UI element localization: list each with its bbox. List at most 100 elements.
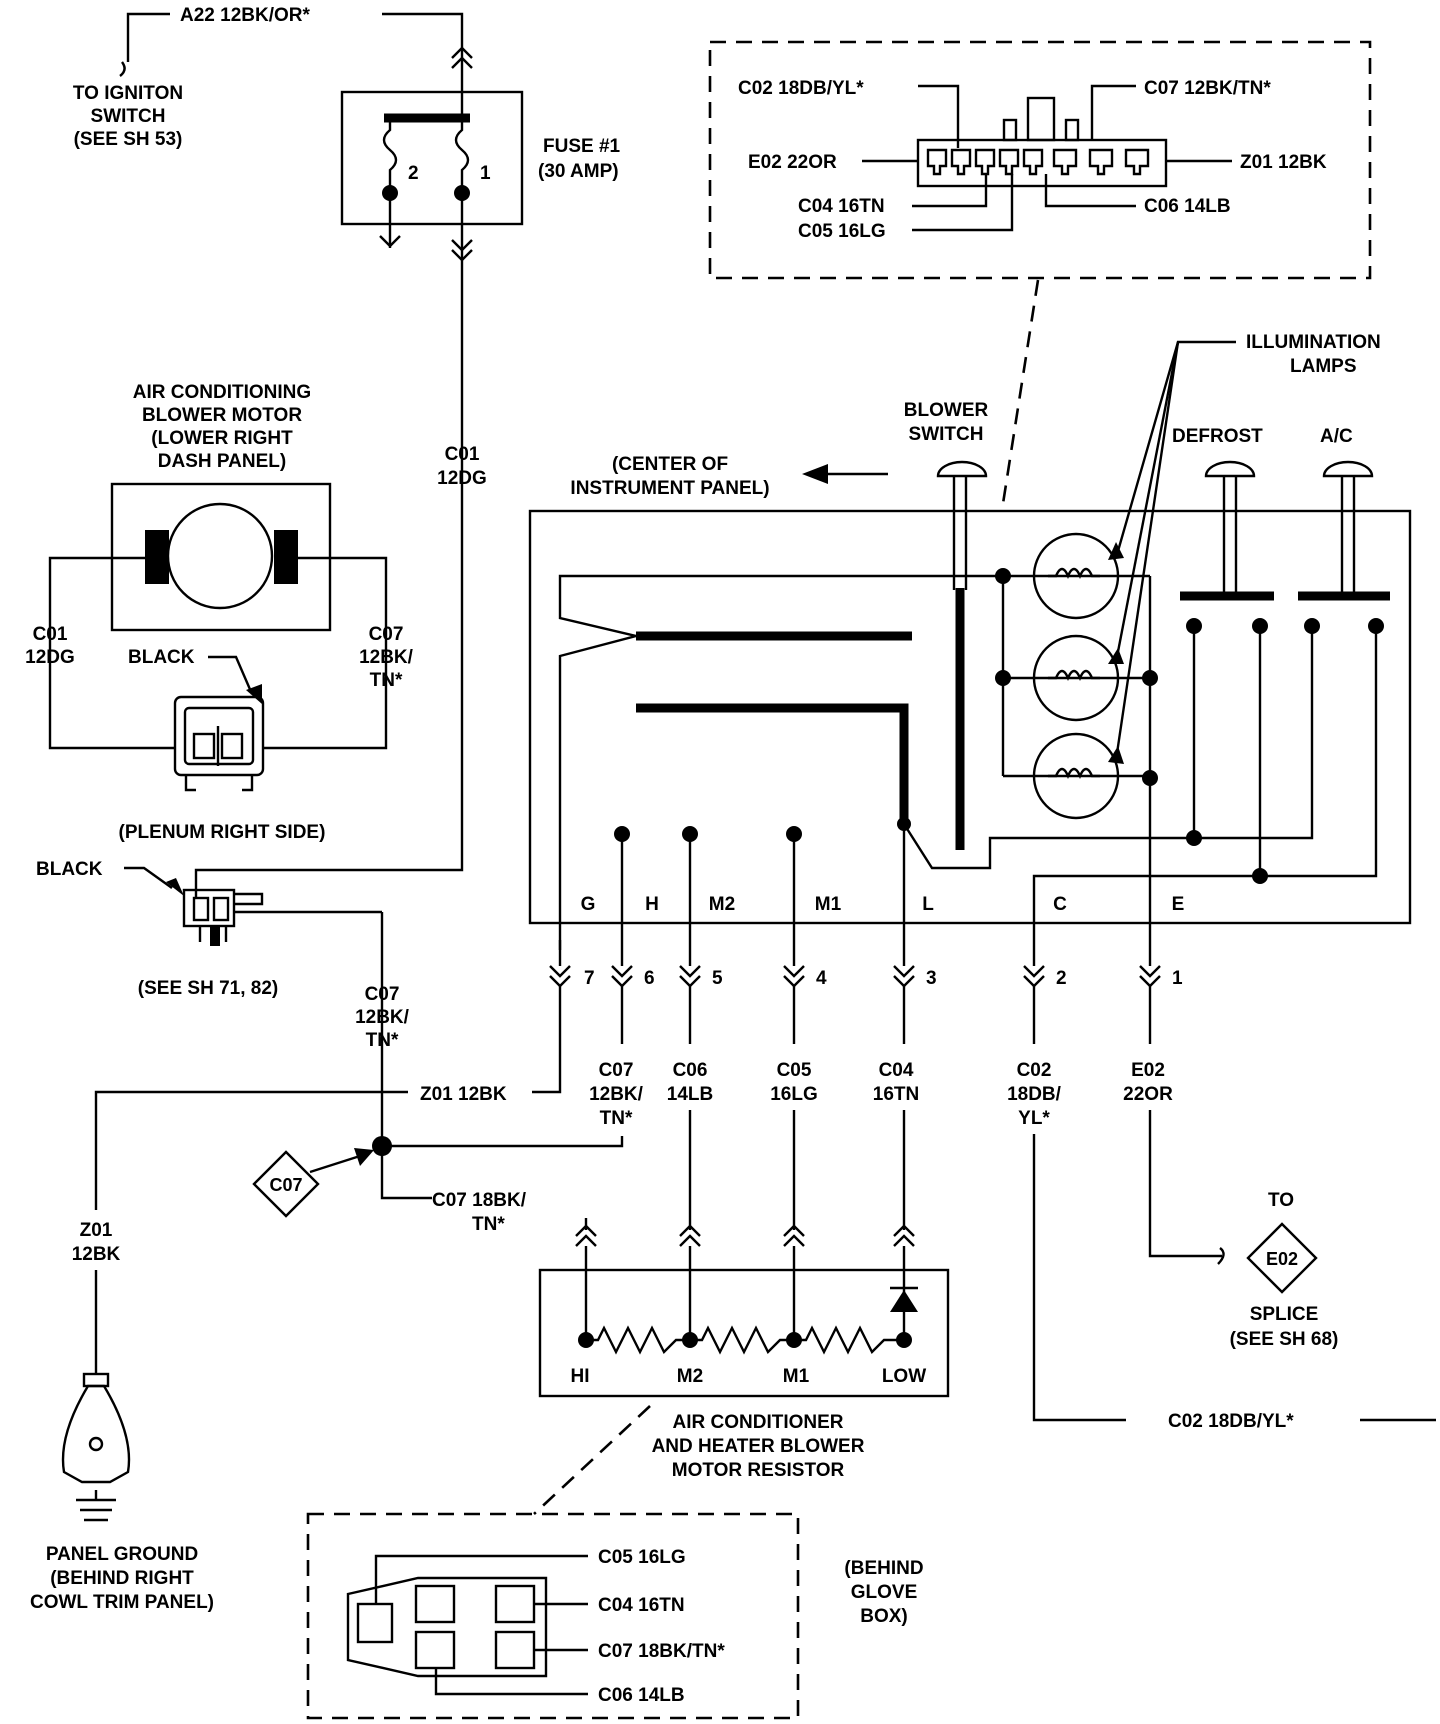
motor-connector-color: BLACK [128,647,195,668]
blower-motor: AIR CONDITIONING BLOWER MOTOR (LOWER RIG… [25,382,414,792]
c05-wire-label-2: 16LG [770,1084,818,1105]
plenum-wire-2: 12BK/ [355,1007,410,1028]
rc-location-2: GLOVE [851,1582,918,1603]
svg-text:5: 5 [712,968,723,989]
terminal-h: H [645,894,659,915]
rc-c04-label: C04 16TN [598,1595,685,1616]
svg-text:7: 7 [584,968,595,989]
terminal-c: C [1053,894,1067,915]
c02-wire-label-3: YL* [1018,1108,1050,1129]
sw-z01-label: Z01 12BK [1240,152,1327,173]
cavity-4: 4 [783,965,827,989]
resistor-tap-m1: M1 [783,1366,810,1387]
resistor-label-3: MOTOR RESISTOR [672,1460,845,1481]
center-label-1: (CENTER OF [612,454,728,475]
svg-text:4: 4 [816,968,827,989]
motor-armature [166,502,274,610]
illum-label-2: LAMPS [1290,356,1357,377]
svg-text:2: 2 [1056,968,1067,989]
c01-label-2: 12DG [437,468,487,489]
blower-switch-knob [936,460,988,478]
c07-motor-wire: C07 12BK/ TN* [355,912,410,1142]
resistor-connector-detail: C05 16LG C04 16TN C07 18BK/TN* C06 14LB … [306,1405,924,1720]
cavity-6: 6 [611,965,655,989]
sw-c04-label: C04 16TN [798,196,885,217]
svg-text:3: 3 [926,968,937,989]
motor-label-2: BLOWER MOTOR [142,405,302,426]
c07-wire-label-1: C07 [599,1060,634,1081]
c01-wire: C01 12DG [194,256,487,898]
center-label-2: INSTRUMENT PANEL) [570,478,769,499]
plenum-label: (PLENUM RIGHT SIDE) [119,822,326,843]
rc-c06-label: C06 14LB [598,1685,685,1706]
fuse-label-1: FUSE #1 [543,136,621,157]
plenum-connector: BLACK (SEE SH 71, 82) [36,859,382,999]
illum-label-1: ILLUMINATION [1246,332,1381,353]
motor-left-wire-2: 12DG [25,647,75,668]
sw-c07-label: C07 12BK/TN* [1144,78,1271,99]
plenum-wire-1: C07 [365,984,400,1005]
a22-wire-label: A22 12BK/OR* [180,5,310,26]
cavity-3: 3 [893,965,937,989]
sw-c05-label: C05 16LG [798,221,886,242]
c01-label-1: C01 [445,444,480,465]
rc-location-3: BOX) [860,1606,908,1627]
c02-wire-label-1: C02 [1017,1060,1052,1081]
resistor-diode [890,1290,918,1312]
fuse-pin-2: 2 [408,163,419,184]
e02-wire-label-2: 22OR [1123,1084,1173,1105]
c07-wire-label-3: TN* [600,1108,633,1129]
ground-eyelet [61,1384,131,1484]
illumination-lamp-1 [1032,532,1120,620]
rc-location-1: (BEHIND [844,1558,923,1579]
fuse-label-2: (30 AMP) [538,161,619,182]
svg-text:6: 6 [644,968,655,989]
ignition-feed: A22 12BK/OR* TO IGNITON SWITCH (SEE SH 5… [73,5,464,150]
splice-c07-diamond [252,1150,320,1218]
blower-resistor: HI M2 M1 LOW AIR CONDITIONER AND HEATER … [538,1218,950,1481]
rc-c07-label: C07 18BK/TN* [598,1641,725,1662]
splice-e02: TO E02 SPLICE (SEE SH 68) [1230,1190,1339,1350]
defrost-switch [1180,460,1274,634]
defrost-label: DEFROST [1172,426,1263,447]
sw-pins [926,148,1150,176]
c04-wire-label-2: 16TN [873,1084,919,1105]
plenum-connector-color: BLACK [36,859,103,880]
motor-label-1: AIR CONDITIONING [133,382,311,403]
c02-bottom-label: C02 18DB/YL* [1168,1411,1294,1432]
ground-wire-label-2: 12BK [72,1244,121,1265]
fuse-element-1 [454,118,470,192]
resistor-label-1: AIR CONDITIONER [673,1412,844,1433]
motor-label-4: DASH PANEL) [158,451,286,472]
resistor-label-2: AND HEATER BLOWER [652,1436,865,1457]
fuse-box [340,90,524,226]
panel-box [528,509,1412,925]
splice-e02-diamond [1246,1222,1318,1294]
fuse-block: 2 1 FUSE #1 (30 AMP) [340,46,621,262]
terminal-e: E [1172,894,1185,915]
sw-c02-label: C02 18DB/YL* [738,78,864,99]
ground-label-3: COWL TRIM PANEL) [30,1592,214,1613]
resistor-tap-low: LOW [882,1366,926,1387]
c06-wire-label-1: C06 [673,1060,708,1081]
ignition-label-3: (SEE SH 53) [74,129,183,150]
motor-right-wire-2: 12BK/ [359,647,414,668]
illumination-lamp-2 [1032,634,1120,722]
blower-switch-label-1: BLOWER [904,400,989,421]
c06-wire-label-2: 14LB [667,1084,713,1105]
switch-cavities: 7 6 5 4 3 2 1 [549,940,1183,989]
cavity-1: 1 [1139,965,1183,989]
instrument-panel: (CENTER OF INSTRUMENT PANEL) BLOWER SWIT… [528,332,1412,950]
motor-left-wire-1: C01 [33,624,68,645]
c07-wire-label-2: 12BK/ [589,1084,644,1105]
cavity-7: 7 [549,965,595,989]
resistor-coil [586,1325,904,1355]
terminal-m2: M2 [709,894,735,915]
splice-e02-id: E02 [1266,1249,1298,1269]
ignition-label-1: TO IGNITON [73,83,183,104]
terminal-g: G [581,894,596,915]
splice-e02-label-1: SPLICE [1250,1304,1319,1325]
cavity-2: 2 [1023,965,1067,989]
splice-e02-label-2: (SEE SH 68) [1230,1329,1339,1350]
